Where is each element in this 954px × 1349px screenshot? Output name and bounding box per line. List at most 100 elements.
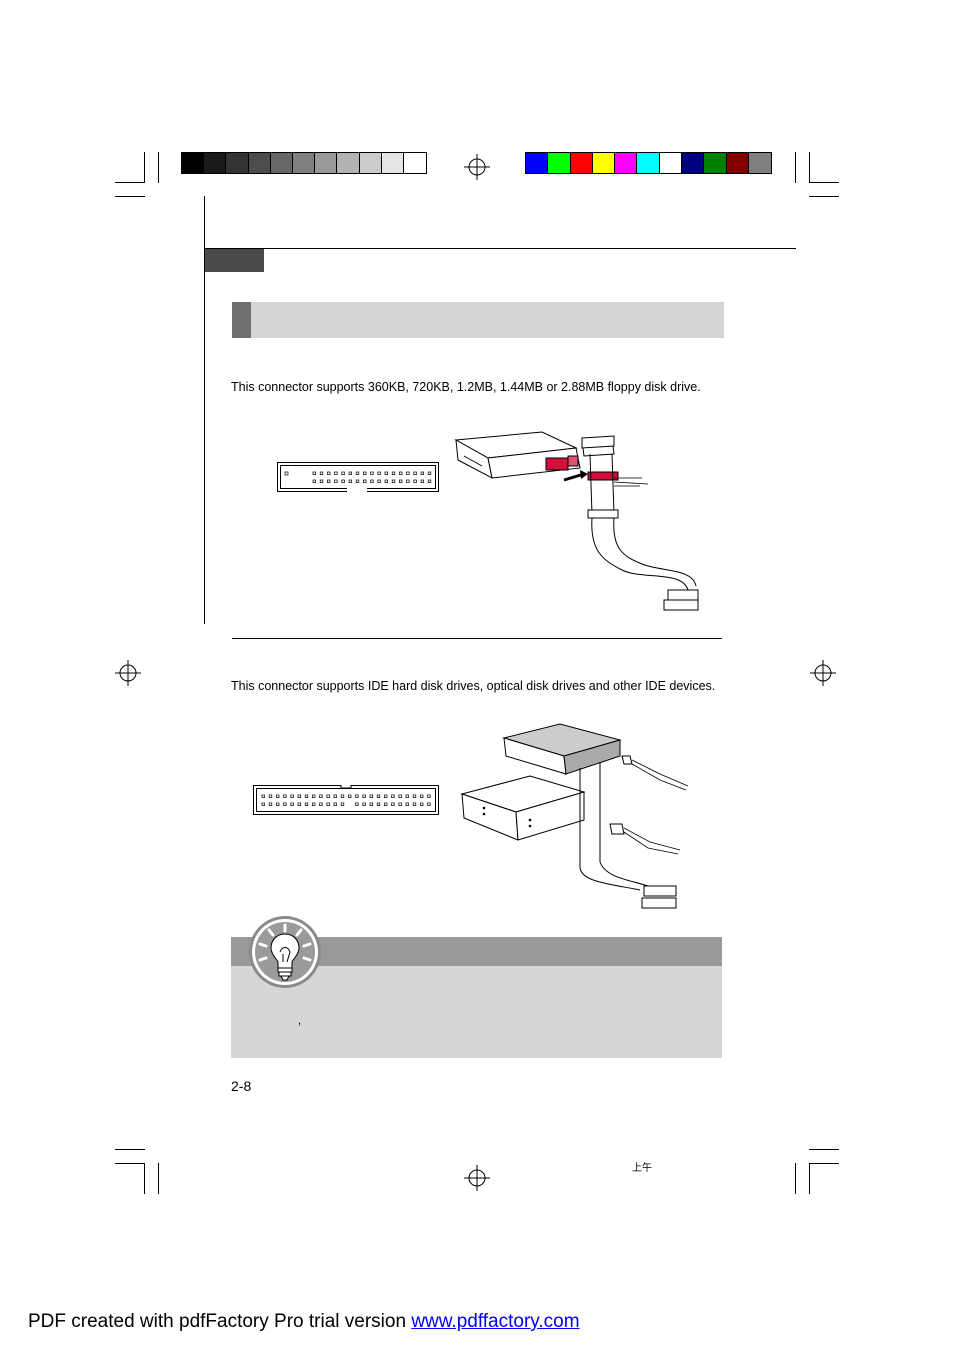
connector-pin xyxy=(376,802,381,806)
calibration-swatch xyxy=(681,153,705,173)
pdf-footer-text: PDF created with pdfFactory Pro trial ve… xyxy=(28,1311,412,1332)
ide-drive-illustration xyxy=(460,723,689,909)
connector-pin xyxy=(406,471,410,475)
connector-pin xyxy=(348,471,352,475)
connector-pin xyxy=(312,802,316,806)
pdf-footer: PDF created with pdfFactory Pro trial ve… xyxy=(28,1311,580,1333)
header-rule xyxy=(204,248,796,249)
connector-pin xyxy=(384,471,388,475)
pdffactory-link[interactable]: www.pdffactory.com xyxy=(411,1311,580,1332)
connector-pin xyxy=(268,802,273,806)
connector-pin xyxy=(297,802,301,806)
connector-pin xyxy=(427,471,432,475)
note-stray-mark: , xyxy=(298,1015,302,1027)
connector-pin xyxy=(370,471,374,475)
bottom-time-mark: 上午 xyxy=(632,1163,652,1174)
connector-pin xyxy=(327,479,331,483)
connector-pin xyxy=(333,802,337,806)
calibration-swatch xyxy=(204,153,227,173)
connector-pin xyxy=(355,471,360,475)
calibration-swatch xyxy=(315,153,338,173)
grayscale-calibration-bar xyxy=(181,152,427,174)
connector-pin xyxy=(319,802,323,806)
calibration-swatch xyxy=(292,153,316,173)
connector-pin xyxy=(283,802,287,806)
connector-pin xyxy=(312,471,316,475)
calibration-swatch xyxy=(403,153,427,173)
connector-pin xyxy=(319,471,324,475)
connector-pin xyxy=(384,802,388,806)
connector-pin xyxy=(355,479,360,483)
connector-pin xyxy=(261,794,265,798)
calibration-swatch xyxy=(337,153,360,173)
connector-pin xyxy=(420,802,424,806)
connector-pin xyxy=(326,794,330,798)
calibration-swatch xyxy=(526,153,549,173)
connector-pin xyxy=(398,794,402,798)
connector-pin xyxy=(399,479,403,483)
calibration-swatch xyxy=(615,153,638,173)
connector-pin xyxy=(427,794,431,798)
connector-pin xyxy=(406,479,410,483)
connector-pin xyxy=(341,471,345,475)
connector-pin xyxy=(362,802,366,806)
registration-mark-bottom xyxy=(464,1165,490,1191)
connector-pin xyxy=(377,471,381,475)
connector-pin xyxy=(362,794,366,798)
connector-pin xyxy=(427,479,432,483)
left-margin-rule xyxy=(204,196,205,624)
calibration-swatch xyxy=(359,153,382,173)
section-divider xyxy=(232,638,722,639)
connector-pin xyxy=(363,471,367,475)
calibration-swatch xyxy=(637,153,660,173)
connector-pin xyxy=(399,471,403,475)
calibration-swatch xyxy=(381,153,404,173)
calibration-swatch xyxy=(659,153,682,173)
calibration-swatch xyxy=(548,153,571,173)
connector-pin xyxy=(319,479,324,483)
connector-pin xyxy=(391,471,396,475)
connector-pin xyxy=(413,471,417,475)
connector-pin xyxy=(340,802,345,806)
color-calibration-bar xyxy=(525,152,772,174)
connector-pin xyxy=(391,479,396,483)
connector-pin xyxy=(341,479,345,483)
connector-pin xyxy=(261,802,265,806)
connector-pin xyxy=(283,794,287,798)
connector-pin xyxy=(304,794,309,798)
lightbulb-icon xyxy=(249,916,321,988)
connector-pin xyxy=(348,794,352,798)
connector-pin xyxy=(363,479,367,483)
connector-pin xyxy=(412,802,417,806)
connector-pin xyxy=(412,794,417,798)
header-tab xyxy=(205,249,264,272)
connector-pin xyxy=(312,479,316,483)
connector-pin xyxy=(333,794,337,798)
floppy-description: This connector supports 360KB, 720KB, 1.… xyxy=(231,380,701,394)
page-number: 2-8 xyxy=(231,1078,252,1094)
connector-pin xyxy=(391,802,395,806)
connector-pin xyxy=(276,794,280,798)
connector-pin xyxy=(319,794,323,798)
connector-pin xyxy=(326,802,330,806)
connector-pin xyxy=(312,794,316,798)
connector-pin xyxy=(420,794,424,798)
connector-pin xyxy=(413,479,417,483)
connector-pin xyxy=(405,802,409,806)
connector-pin xyxy=(290,794,294,798)
connector-pin xyxy=(420,471,424,475)
connector-pin xyxy=(405,794,409,798)
registration-mark-top xyxy=(464,154,490,180)
section-marker xyxy=(232,302,251,338)
calibration-swatch xyxy=(592,153,616,173)
connector-pin xyxy=(377,479,381,483)
calibration-swatch xyxy=(726,153,749,173)
ide-description: This connector supports IDE hard disk dr… xyxy=(231,679,716,693)
connector-pin xyxy=(355,802,359,806)
connector-pin xyxy=(340,794,345,798)
connector-pin xyxy=(369,794,373,798)
calibration-swatch xyxy=(704,153,727,173)
calibration-swatch xyxy=(748,153,772,173)
connector-pin xyxy=(355,794,359,798)
section-band xyxy=(232,302,724,338)
